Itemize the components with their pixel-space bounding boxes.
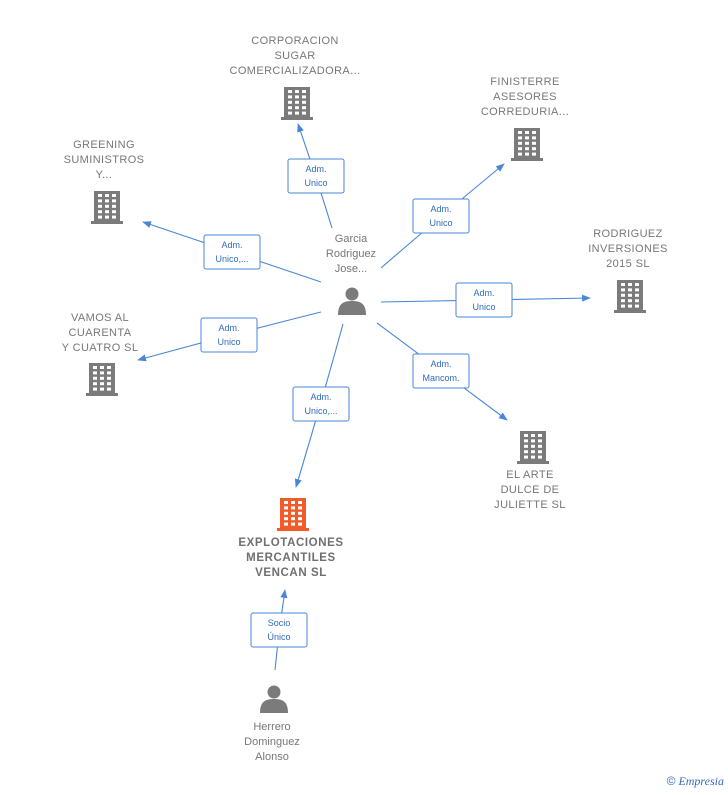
node-label-line: MERCANTILES <box>246 552 336 564</box>
node-label-line: Rodriguez <box>326 248 376 260</box>
node-label-line: Y... <box>96 169 113 181</box>
edge-label-box[interactable]: Adm. Unico <box>287 158 345 194</box>
node-label-line: CORREDURIA... <box>481 106 569 118</box>
node-label-line: SUMINISTROS <box>64 154 145 166</box>
node-rodriguez[interactable]: RODRIGUEZ INVERSIONES 2015 SL <box>588 228 668 313</box>
edge-label-line: Adm. <box>218 323 239 333</box>
node-label-line: EL ARTE <box>506 469 553 481</box>
node-label-line: JULIETTE SL <box>494 499 566 511</box>
building-icon <box>91 191 123 224</box>
node-label-line: COMERCIALIZADORA... <box>229 65 360 77</box>
edge-label-line: Adm. <box>430 359 451 369</box>
node-label-line: CORPORACION <box>251 35 339 47</box>
node-label-line: RODRIGUEZ <box>593 228 663 240</box>
brand-logo: Empresia <box>678 774 724 788</box>
node-label-line: 2015 SL <box>606 258 650 270</box>
edge-label-line: Socio <box>268 618 291 628</box>
edge-garcia-greening: Adm. Unico,... <box>142 221 322 283</box>
person-icon <box>260 685 288 713</box>
node-vamos[interactable]: VAMOS AL CUARENTA Y CUATRO SL <box>62 312 139 396</box>
edge-label-box[interactable]: Adm. Unico,... <box>292 386 350 422</box>
edge-label-line: Unico,... <box>304 406 337 416</box>
edge-label-box[interactable]: Adm. Unico <box>412 198 470 234</box>
node-label-line: DULCE DE <box>501 484 560 496</box>
edge-label-line: Unico <box>472 302 495 312</box>
node-arte[interactable]: EL ARTE DULCE DE JULIETTE SL <box>494 431 566 511</box>
node-label-line: ASESORES <box>493 91 557 103</box>
node-corporacion[interactable]: CORPORACION SUGAR COMERCIALIZADORA... <box>229 35 360 120</box>
node-label-line: EXPLOTACIONES <box>238 537 343 549</box>
edge-garcia-rodriguez: Adm. Unico <box>380 282 591 318</box>
edge-label-line: Unico <box>217 337 240 347</box>
node-label-line: INVERSIONES <box>588 243 668 255</box>
edge-garcia-finisterre: Adm. Unico <box>380 163 505 269</box>
edge-label-line: Adm. <box>310 392 331 402</box>
edge-label-line: Mancom. <box>422 373 459 383</box>
edge-label-line: Unico,... <box>215 254 248 264</box>
node-label-line: SUGAR <box>274 50 315 62</box>
edges-layer: Adm.UnicoAdm.UnicoAdm.Unico,...Adm.Unico… <box>137 123 591 671</box>
node-label-line: Dominguez <box>244 736 300 748</box>
node-label-line: CUARENTA <box>69 327 132 339</box>
building-icon <box>614 280 646 313</box>
building-icon <box>277 498 309 531</box>
node-label-line: Herrero <box>253 721 290 733</box>
building-icon <box>281 87 313 120</box>
copyright-icon: © <box>666 774 676 788</box>
edge-label-line: Unico <box>429 218 452 228</box>
node-finisterre[interactable]: FINISTERRE ASESORES CORREDURIA... <box>481 76 569 161</box>
node-label-line: VENCAN SL <box>255 567 327 579</box>
building-icon <box>511 128 543 161</box>
node-label-line: FINISTERRE <box>490 76 559 88</box>
edge-label-line: Adm. <box>221 240 242 250</box>
edge-label-line: Adm. <box>473 288 494 298</box>
node-label-line: Y CUATRO SL <box>62 342 139 354</box>
node-greening[interactable]: GREENING SUMINISTROS Y... <box>64 139 145 224</box>
nodes-layer: CORPORACION SUGAR COMERCIALIZADORA... FINIS… <box>62 35 668 763</box>
edge-label-line: Unico <box>304 178 327 188</box>
edge-garcia-explotaciones: Adm. Unico,... <box>292 323 350 488</box>
footer-brand: ©Empresia <box>667 774 724 789</box>
node-label-line: Jose... <box>335 263 367 275</box>
edge-garcia-vamos: Adm. Unico <box>137 311 322 362</box>
edge-label-box[interactable]: Adm. Unico,... <box>203 234 261 270</box>
edge-label-box[interactable]: Adm. Unico <box>200 317 258 353</box>
building-icon <box>517 431 549 464</box>
edge-garcia-arte: Adm. Mancom. <box>376 322 508 421</box>
edge-label-box[interactable]: Adm. Unico <box>455 282 513 318</box>
edge-label-box[interactable]: Adm. Mancom. <box>412 353 470 389</box>
edge-garcia-corporacion: Adm. Unico <box>287 123 345 229</box>
node-label-line: VAMOS AL <box>71 312 129 324</box>
edge-label-line: Adm. <box>305 164 326 174</box>
node-explotaciones[interactable]: EXPLOTACIONES MERCANTILES VENCAN SL <box>238 498 343 579</box>
edge-label-line: Único <box>267 632 290 642</box>
edge-label-line: Adm. <box>430 204 451 214</box>
node-label-line: GREENING <box>73 139 135 151</box>
person-icon <box>338 287 366 315</box>
node-garcia[interactable]: GarciaRodriguezJose... <box>326 233 376 315</box>
node-label-line: Garcia <box>335 233 368 245</box>
node-label-line: Alonso <box>255 751 289 763</box>
building-icon <box>86 363 118 396</box>
